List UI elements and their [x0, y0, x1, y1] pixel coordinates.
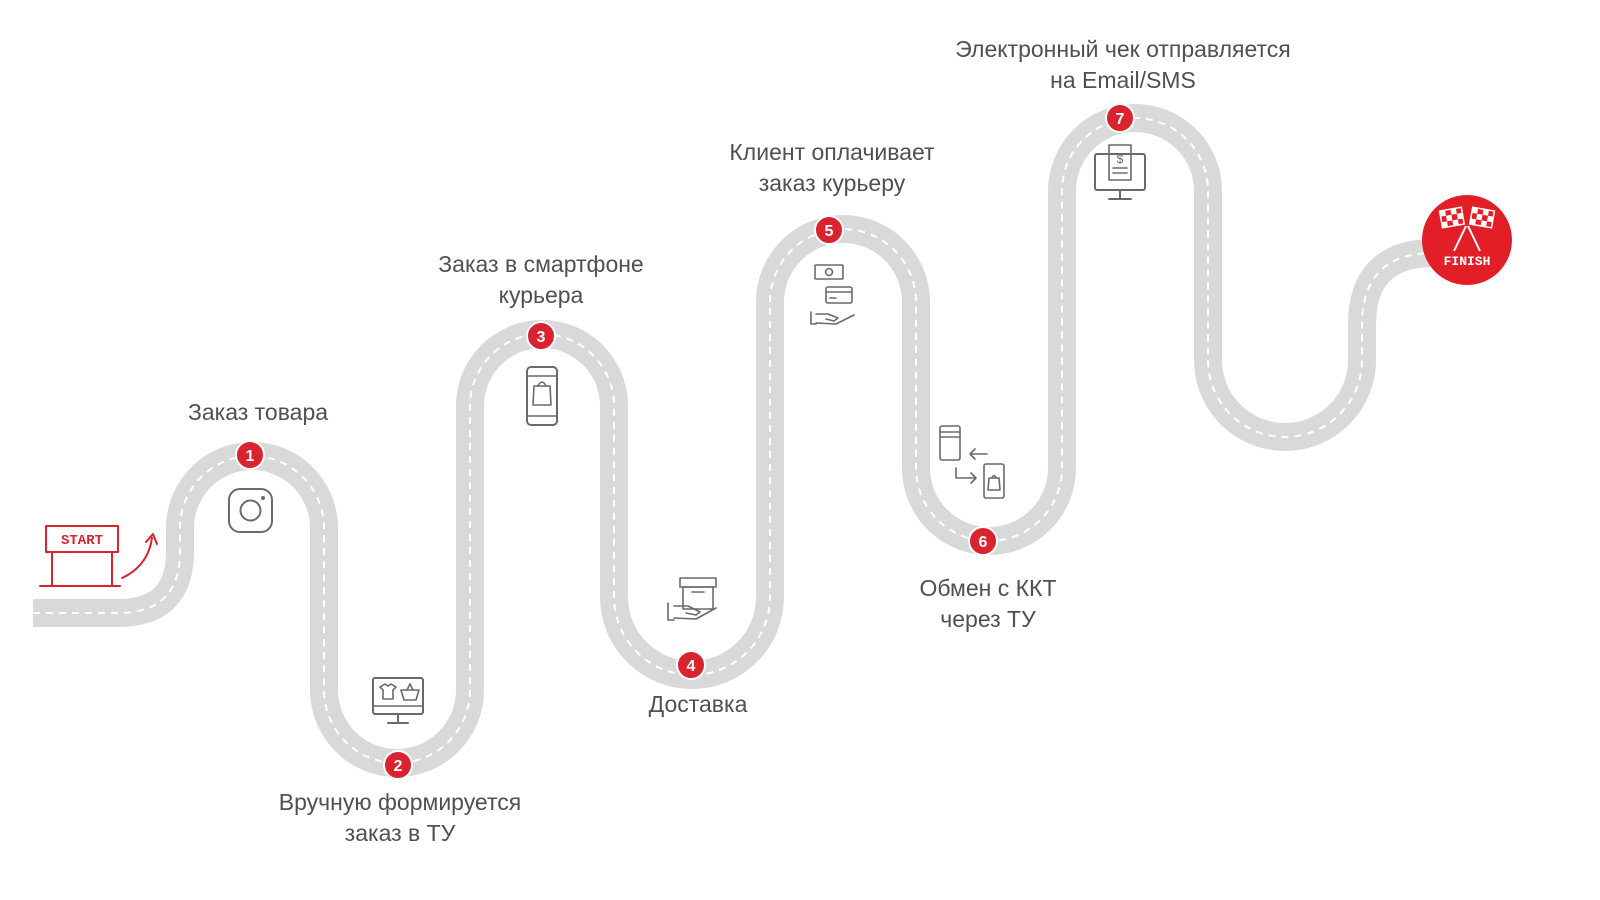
checkered-flags-icon: [1438, 206, 1496, 252]
step-marker-circle: [814, 215, 844, 245]
step-marker-4: 4: [676, 650, 706, 680]
instagram-icon: [228, 488, 273, 533]
step-label-5: Клиент оплачивает заказ курьеру: [729, 139, 935, 196]
step-marker-circle: [526, 321, 556, 351]
start-sign-icon: START: [39, 525, 158, 587]
step-label-1: Заказ товара: [188, 399, 328, 425]
monitor-receipt-icon: $: [1094, 144, 1146, 200]
step-label-line: Заказ в смартфоне: [438, 251, 643, 277]
step-marker-6: 6: [968, 526, 998, 556]
step-label-line: через ТУ: [940, 606, 1036, 632]
finish-circle: [1422, 195, 1512, 285]
step-label-3: Заказ в смартфоне курьера: [438, 251, 643, 308]
step-marker-5: 5: [814, 215, 844, 245]
monitor-shop-icon: [372, 677, 424, 724]
step-number: 1: [246, 448, 255, 465]
step-label-line: курьера: [499, 282, 584, 308]
step-number: 5: [825, 223, 834, 240]
step-label-line: Заказ товара: [188, 399, 328, 425]
step-label-2: Вручную формируется заказ в ТУ: [279, 789, 521, 846]
payment-icon: [810, 264, 855, 325]
start-label: START: [61, 533, 103, 549]
step-marker-3: 3: [526, 321, 556, 351]
finish-badge: FINISH: [1422, 195, 1512, 285]
step-marker-2: 2: [383, 750, 413, 780]
exchange-devices-icon: [939, 425, 1005, 499]
step-number: 2: [394, 758, 403, 775]
step-label-line: Электронный чек отправляется: [955, 36, 1291, 62]
step-label-line: Вручную формируется: [279, 789, 521, 815]
step-label-line: Обмен с ККТ: [920, 575, 1057, 601]
road: [33, 104, 1470, 777]
step-marker-circle: [676, 650, 706, 680]
step-number: 6: [979, 534, 988, 551]
step-number: 7: [1116, 111, 1125, 128]
step-label-7: Электронный чек отправляется на Email/SMS: [955, 36, 1291, 93]
step-number: 3: [537, 329, 546, 346]
step-number: 4: [687, 658, 696, 675]
step-marker-7: 7: [1105, 103, 1135, 133]
step-marker-circle: [235, 440, 265, 470]
step-markers: 1 2 3 4 5 6 7: [235, 103, 1135, 780]
step-marker-circle: [968, 526, 998, 556]
step-marker-1: 1: [235, 440, 265, 470]
step-label-line: заказ в ТУ: [345, 820, 456, 846]
road-path: [33, 104, 1470, 777]
step-label-line: Доставка: [649, 691, 748, 717]
step-label-line: Клиент оплачивает: [729, 139, 935, 165]
step-label-6: Обмен с ККТ через ТУ: [920, 575, 1057, 632]
step-label-line: заказ курьеру: [759, 170, 906, 196]
step-label-4: Доставка: [649, 691, 748, 717]
smartphone-bag-icon: [526, 366, 558, 426]
step-marker-circle: [383, 750, 413, 780]
step-label-line: на Email/SMS: [1050, 67, 1196, 93]
finish-label: FINISH: [1444, 254, 1491, 269]
svg-text:$: $: [1117, 152, 1124, 166]
step-marker-circle: [1105, 103, 1135, 133]
hand-box-icon: [667, 577, 717, 621]
